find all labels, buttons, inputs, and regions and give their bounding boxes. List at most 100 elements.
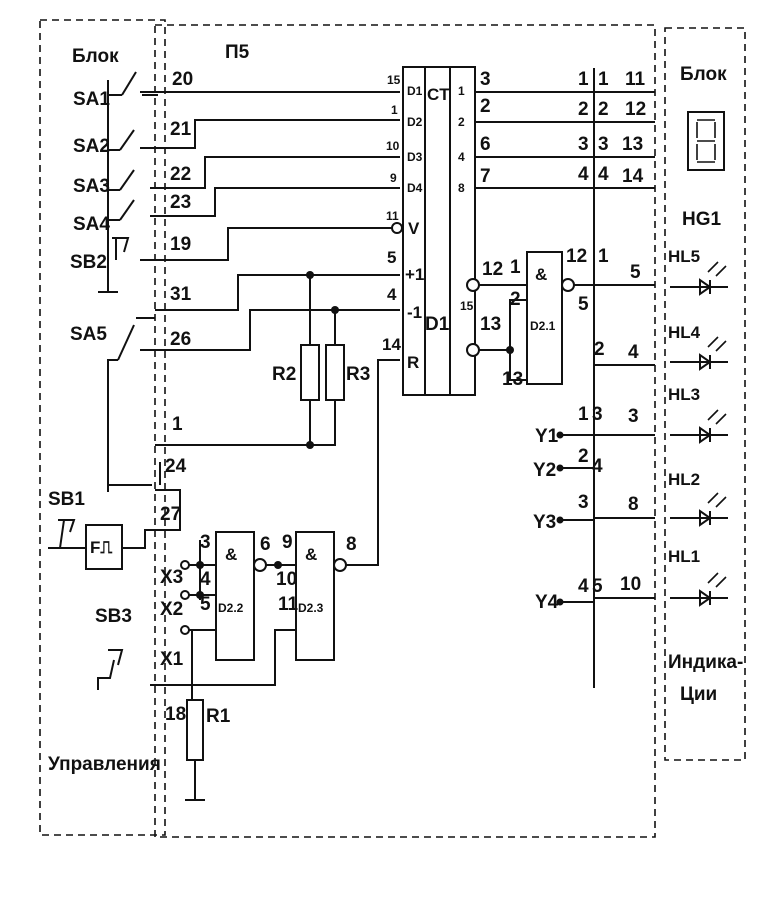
- indication-block-subtitle-1: Индика-: [668, 652, 743, 673]
- led-label: HL3: [668, 385, 700, 404]
- p5-block-frame: [154, 24, 656, 838]
- counter-in-pin: R: [407, 353, 419, 372]
- input-x2: X2: [160, 599, 183, 620]
- input-y1: Y1: [535, 426, 559, 447]
- counter-pin-number: 1: [391, 103, 398, 117]
- connector-pin: 22: [170, 164, 191, 185]
- bus-pin: 3: [578, 492, 589, 513]
- counter-out-pin: 8: [458, 181, 465, 195]
- button-sb1[interactable]: [48, 519, 76, 549]
- counter-out-pin: 4: [458, 150, 465, 164]
- counter-in-pin: -1: [407, 303, 422, 322]
- bus-pin: 2: [594, 339, 605, 360]
- counter-in-pin: D2: [407, 115, 423, 129]
- led-label: HL5: [668, 247, 700, 266]
- control-block-subtitle: Управления: [48, 754, 161, 775]
- gate-d21-name: D2.1: [530, 319, 556, 333]
- counter-in-pin: +1: [405, 265, 424, 284]
- led-label: HL4: [668, 323, 701, 342]
- indication-block-title: Блок: [680, 64, 727, 85]
- bus-pins: 1 1 2 2 3 3 4 4 1 5 2 1 3 2 4 3 4 5: [578, 69, 609, 597]
- connector-right-pin: 12: [625, 99, 646, 120]
- connector-pin: 1: [172, 414, 183, 435]
- counter-out-pin: 1: [458, 84, 465, 98]
- switch-sa5-label: SA5: [70, 324, 107, 345]
- input-y3: Y3: [533, 512, 556, 533]
- left-connector: 20 21 22 23 19 31 26 1 24 27 18: [160, 69, 193, 725]
- bus-pin: 5: [592, 576, 603, 597]
- bus-pin: 4: [592, 456, 603, 477]
- resistor-r2-label: R2: [272, 364, 296, 385]
- switch-sa3[interactable]: [119, 169, 135, 191]
- gate-d23-symbol: &: [305, 545, 317, 564]
- counter-pin-number: 11: [386, 209, 399, 223]
- connector-right-pin: 8: [628, 494, 639, 515]
- gate-d21: [526, 251, 563, 385]
- indication-block-frame: [664, 27, 746, 761]
- resistor-r3-label: R3: [346, 364, 370, 385]
- button-sb3[interactable]: [97, 649, 124, 690]
- bus-pin: 3: [592, 404, 603, 425]
- bus-pin: 4: [598, 164, 609, 185]
- resistor-r1-label: R1: [206, 706, 231, 727]
- bus-pin: 5: [578, 294, 589, 315]
- counter-d1: [402, 66, 476, 396]
- counter-out-number: 6: [480, 134, 491, 155]
- led-hl3: HL3: [668, 385, 728, 444]
- p5-block-title: П5: [225, 42, 250, 63]
- bus-pin: 1: [578, 69, 589, 90]
- connector-pin: 31: [170, 284, 192, 305]
- gate-d23-in: 10: [276, 569, 297, 590]
- bus-pin: 4: [578, 576, 589, 597]
- led-hl5: HL5: [668, 247, 728, 296]
- counter-in-pin: D4: [407, 181, 423, 195]
- switch-sa4-label: SA4: [73, 214, 110, 235]
- control-block-frame: [39, 19, 166, 836]
- button-sb2[interactable]: [112, 237, 130, 260]
- counter-out-number: 7: [480, 166, 491, 187]
- switch-sa3-label: SA3: [73, 176, 110, 197]
- gate-d22-symbol: &: [225, 545, 237, 564]
- switch-sa1-label: SA1: [73, 89, 110, 110]
- button-sb2-label: SB2: [70, 252, 107, 273]
- gate-d21-in: 13: [502, 369, 523, 390]
- gate-d22-in: 4: [200, 569, 211, 590]
- counter-carry-pin: 15: [460, 299, 474, 313]
- counter-pin-number: 10: [386, 139, 400, 153]
- input-x3: X3: [160, 567, 183, 588]
- gate-d23-out: 8: [346, 534, 357, 555]
- connector-pin: 20: [172, 69, 193, 90]
- counter-out-number: 2: [480, 96, 491, 117]
- connector-right-pin: 10: [620, 574, 641, 595]
- gate-d22-in: 5: [200, 594, 211, 615]
- connector-right-pin: 3: [628, 406, 639, 427]
- input-x1: X1: [160, 649, 184, 670]
- connector-pin: 19: [170, 234, 191, 255]
- connector-pin: 27: [160, 504, 181, 525]
- gate-d23: [295, 531, 335, 661]
- connector-right-pin: 5: [630, 262, 641, 283]
- switch-sa2[interactable]: [119, 129, 135, 151]
- counter-type: CT: [427, 85, 450, 104]
- connector-right-pin: 13: [622, 134, 643, 155]
- bus-pin: 1: [598, 246, 609, 267]
- gate-d21-out: 12: [566, 246, 587, 267]
- resistor-r2: [300, 344, 320, 401]
- button-sb3-label: SB3: [95, 606, 132, 627]
- bus-pin: 3: [578, 134, 589, 155]
- indicator-hg1-label: HG1: [682, 209, 722, 230]
- input-y4: Y4: [535, 592, 559, 613]
- gate-d22-name: D2.2: [218, 601, 244, 615]
- led-hl4: HL4: [668, 323, 728, 371]
- gate-d22-out: 6: [260, 534, 271, 555]
- switch-sa1[interactable]: [121, 71, 137, 96]
- switch-sa4[interactable]: [119, 199, 135, 221]
- connector-right-pin: 14: [622, 166, 644, 187]
- counter-carry-label: 12: [482, 259, 503, 280]
- switch-sa5[interactable]: [117, 324, 135, 361]
- counter-carry-pin: 13: [480, 314, 501, 335]
- counter-in-pin: V: [408, 219, 420, 238]
- seven-segment-icon: [687, 111, 725, 171]
- bus-pin: 2: [598, 99, 609, 120]
